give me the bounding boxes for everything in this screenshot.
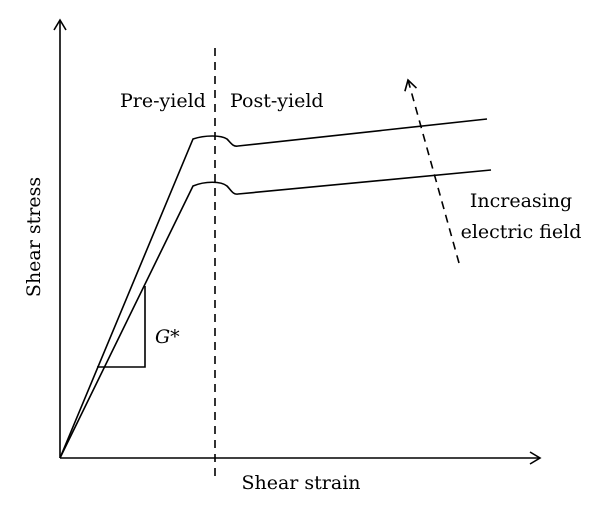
increasing-label-line1: Increasing [470,190,572,212]
y-axis-label: Shear stress [23,177,45,297]
modulus-slope-triangle [97,286,146,368]
lower-stress-curve [59,169,492,459]
increasing-field-arrow [404,78,460,264]
upper-stress-curve [59,118,488,459]
pre-yield-label: Pre-yield [120,90,206,112]
x-axis-label: Shear strain [241,472,360,494]
increasing-label-line2: electric field [461,221,582,243]
modulus-label: G* [155,326,180,348]
post-yield-label: Post-yield [230,90,324,112]
